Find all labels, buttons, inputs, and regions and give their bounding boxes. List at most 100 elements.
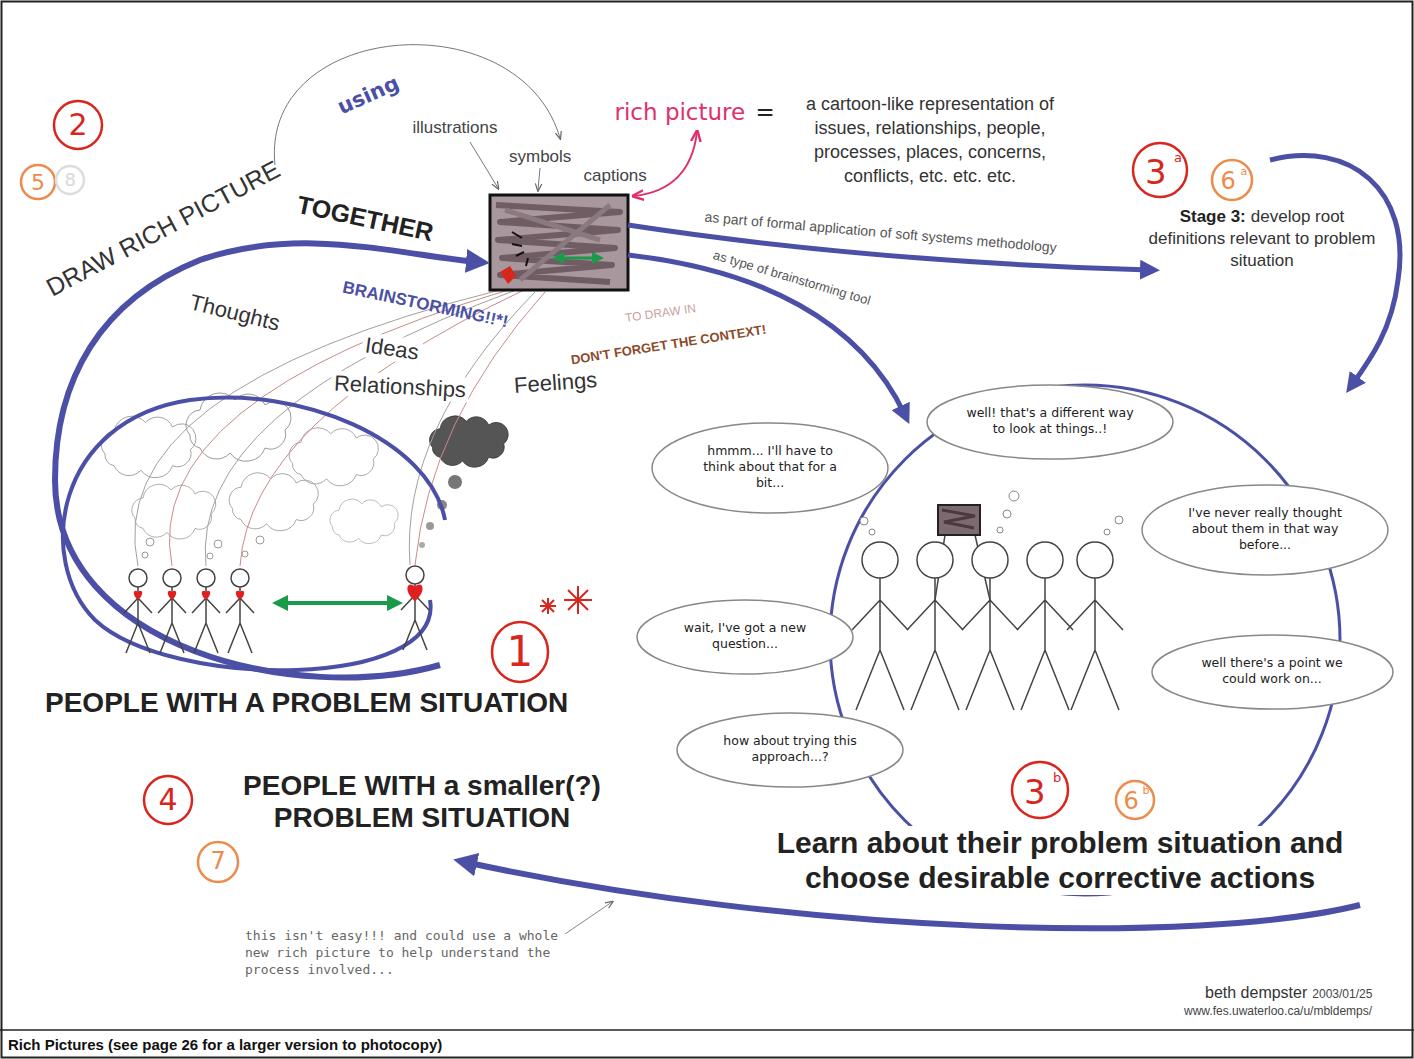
thin-leader bbox=[565, 902, 612, 934]
cloud-text: hmmm... I'll have to think about that fo… bbox=[690, 443, 850, 491]
rich-picture-sketch bbox=[490, 195, 628, 290]
stick-figure bbox=[124, 566, 429, 653]
callout-number: 6 bbox=[1124, 788, 1139, 816]
cloud-outline bbox=[1152, 635, 1393, 709]
text-label: Stage 3: bbox=[1180, 207, 1246, 226]
text-label: Relationships bbox=[330, 370, 469, 402]
thought-bubble bbox=[1115, 516, 1123, 524]
thin-leader bbox=[538, 168, 540, 190]
stick-figure bbox=[192, 569, 220, 653]
stick-figure bbox=[280, 601, 395, 605]
stick-figure bbox=[1067, 542, 1123, 710]
thought-bubble bbox=[997, 527, 1003, 533]
starburst bbox=[564, 586, 592, 614]
callout-number: 2 bbox=[69, 108, 88, 143]
cloud-text: well there's a point we could work on... bbox=[1190, 655, 1355, 687]
cloud-text: how about trying this approach...? bbox=[715, 733, 865, 765]
relation-line bbox=[135, 290, 545, 566]
text-label: beth dempster bbox=[1205, 984, 1307, 1001]
text-label: as part of formal application of soft sy… bbox=[703, 209, 1056, 256]
thought-cloud bbox=[142, 552, 148, 558]
cloud-outline bbox=[927, 385, 1173, 459]
stick-figure bbox=[407, 584, 422, 601]
starburst bbox=[540, 598, 556, 614]
thought-cloud: wait, I've got a new question... bbox=[635, 598, 855, 676]
stick-figure bbox=[401, 566, 429, 650]
heading-text: PEOPLE WITH a smaller(?) PROBLEM SITUATI… bbox=[212, 770, 632, 834]
callout-number: 3 bbox=[1145, 153, 1167, 192]
callout-circle bbox=[492, 622, 548, 682]
text-label: www.fes.uwaterloo.ca/u/mbldemps/ bbox=[1184, 1005, 1372, 1019]
stick-figure bbox=[1017, 542, 1073, 710]
cloud-outline bbox=[637, 600, 853, 674]
callout-circle bbox=[21, 165, 55, 199]
rich-picture-sketch bbox=[500, 266, 516, 284]
text-label: Ideas bbox=[361, 331, 424, 364]
callout-number: 3 bbox=[1024, 773, 1046, 812]
thought-cloud bbox=[256, 536, 264, 544]
callout-number: 1 bbox=[507, 628, 534, 676]
stick-figure bbox=[168, 591, 176, 600]
rich-picture-sketch bbox=[496, 205, 620, 282]
definition-text: a cartoon-like representation of issues,… bbox=[780, 92, 1080, 189]
thought-bubble bbox=[869, 529, 875, 535]
callout-circle bbox=[56, 166, 84, 194]
thought-cloud bbox=[207, 553, 213, 559]
thought-cloud: well there's a point we could work on... bbox=[1150, 633, 1395, 711]
callout-number: a bbox=[1174, 151, 1182, 166]
callout-number: a bbox=[1241, 166, 1248, 179]
text-label: using bbox=[333, 71, 402, 119]
text-label: Feelings bbox=[510, 366, 601, 397]
text-group: beth dempster2003/01/25 bbox=[1205, 983, 1372, 1004]
callout-number: 5 bbox=[31, 170, 45, 195]
callout-number: 7 bbox=[211, 848, 226, 876]
thought-cloud bbox=[229, 473, 318, 531]
callout-circle bbox=[1212, 160, 1252, 200]
thought-bubble bbox=[1009, 491, 1019, 501]
callout-circle bbox=[198, 842, 238, 882]
callout-circle bbox=[1116, 781, 1154, 819]
relation-line bbox=[169, 290, 508, 566]
cloud-outline bbox=[1142, 485, 1388, 575]
thought-cloud: well! that's a different way to look at … bbox=[925, 383, 1175, 461]
thought-bubble bbox=[860, 517, 868, 525]
text-label: = bbox=[756, 99, 775, 125]
pink-arrow bbox=[634, 132, 697, 196]
cloud-outline bbox=[677, 713, 903, 787]
cloud-text: I've never really thought about them in … bbox=[1180, 505, 1350, 553]
callout-circle bbox=[21, 101, 1252, 882]
stick-figure bbox=[134, 591, 142, 600]
thin-leader bbox=[470, 142, 498, 188]
callout-number: 8 bbox=[65, 170, 76, 191]
cloud-outline bbox=[652, 423, 888, 513]
text-label: rich picture bbox=[615, 99, 746, 125]
stick-figure bbox=[962, 542, 1018, 710]
heading-text: Learn about their problem situation and … bbox=[747, 826, 1373, 895]
relation-line bbox=[415, 292, 545, 565]
stick-figure bbox=[852, 542, 908, 710]
text-label: symbols bbox=[509, 147, 571, 167]
stick-figure bbox=[124, 569, 152, 653]
thought-cloud bbox=[102, 393, 399, 559]
stick-figure bbox=[942, 510, 975, 528]
stick-figure bbox=[158, 569, 186, 653]
callout-circle bbox=[1012, 762, 1068, 818]
text-group: Stage 3:develop root definitions relevan… bbox=[1147, 206, 1377, 272]
relation-line bbox=[240, 290, 524, 566]
callout-circle bbox=[54, 101, 102, 149]
text-label: TO DRAW IN bbox=[624, 302, 697, 326]
thought-cloud bbox=[214, 540, 222, 548]
stick-figure bbox=[226, 569, 254, 653]
stick-figure bbox=[236, 591, 244, 600]
relation-line bbox=[409, 292, 535, 565]
dark-cloud bbox=[419, 542, 425, 548]
heading-text: PEOPLE WITH A PROBLEM SITUATION bbox=[45, 687, 568, 719]
stick-figure bbox=[852, 505, 1123, 710]
callout-circle bbox=[1133, 143, 1187, 197]
text-label: Thoughts bbox=[184, 288, 285, 336]
callout-number: b bbox=[1143, 785, 1150, 798]
process-loop bbox=[1270, 156, 1400, 385]
caption-text: Rich Pictures (see page 26 for a larger … bbox=[8, 1036, 442, 1053]
